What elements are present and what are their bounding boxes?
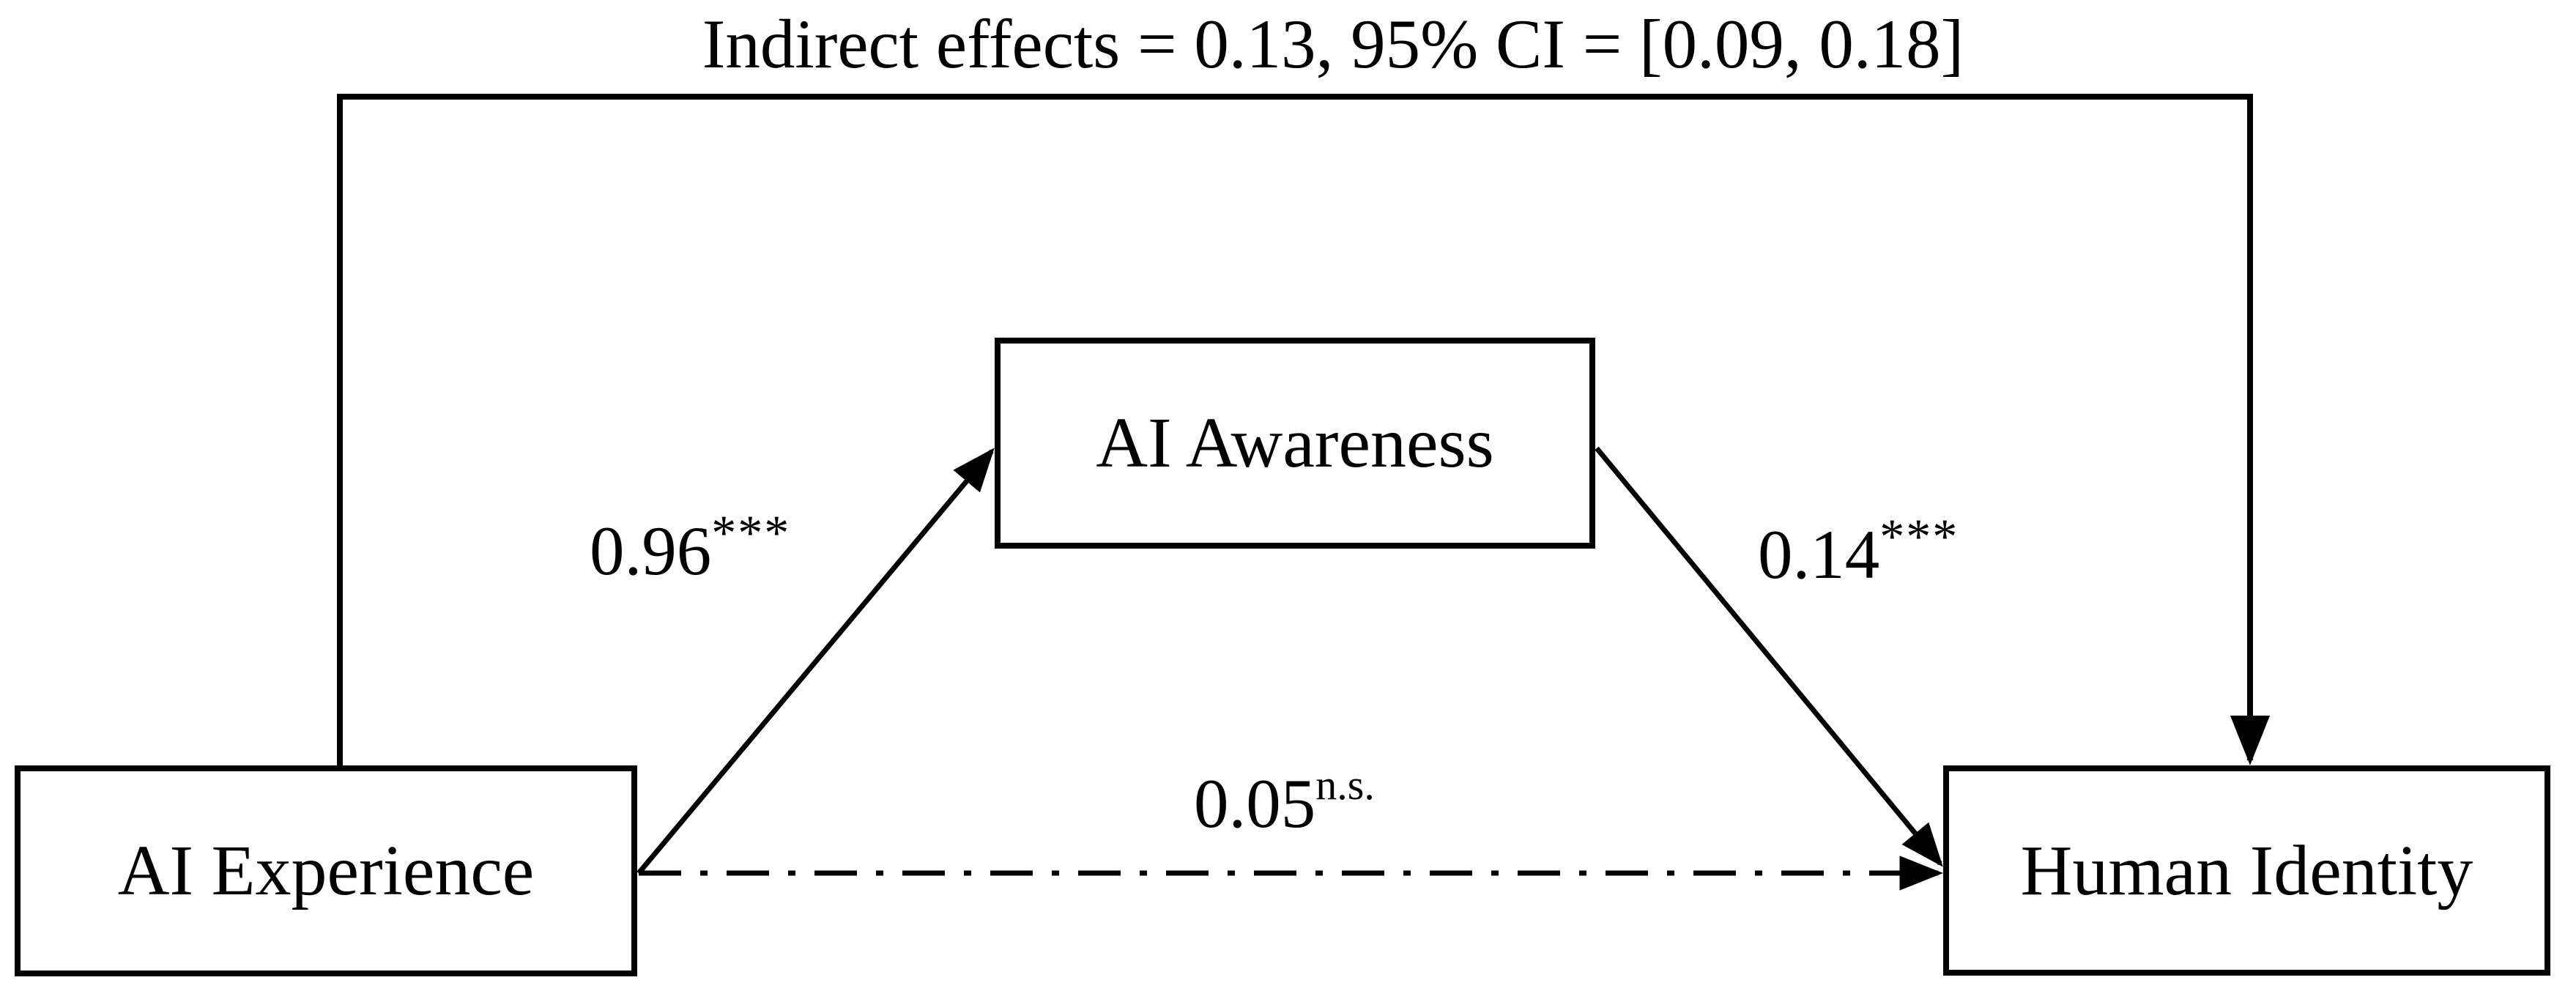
node-ai-awareness: AI Awareness <box>995 338 1595 549</box>
indirect-path-arrow <box>337 94 2271 765</box>
node-ai-experience: AI Experience <box>15 765 637 976</box>
direct-path-coefficient-value: 0.05 <box>1194 765 1316 842</box>
node-ai-experience-label: AI Experience <box>117 831 535 910</box>
b-path-coefficient: 0.14*** <box>1758 511 1959 590</box>
direct-path-coefficient: 0.05n.s. <box>1194 764 1375 839</box>
b-path-significance: *** <box>1879 508 1959 564</box>
direct-path-significance: n.s. <box>1315 761 1375 809</box>
a-path-coefficient-value: 0.96 <box>590 512 712 590</box>
b-path-arrow <box>1595 446 1943 867</box>
a-path-significance: *** <box>711 505 791 560</box>
indirect-effect-annotation: Indirect effects = 0.13, 95% CI = [0.09,… <box>702 5 1964 83</box>
a-path-arrow <box>636 448 995 875</box>
b-path-coefficient-value: 0.14 <box>1758 516 1880 593</box>
node-human-identity: Human Identity <box>1943 765 2550 976</box>
a-path-coefficient: 0.96*** <box>590 508 790 586</box>
node-human-identity-label: Human Identity <box>2020 831 2473 910</box>
node-ai-awareness-label: AI Awareness <box>1096 404 1494 483</box>
